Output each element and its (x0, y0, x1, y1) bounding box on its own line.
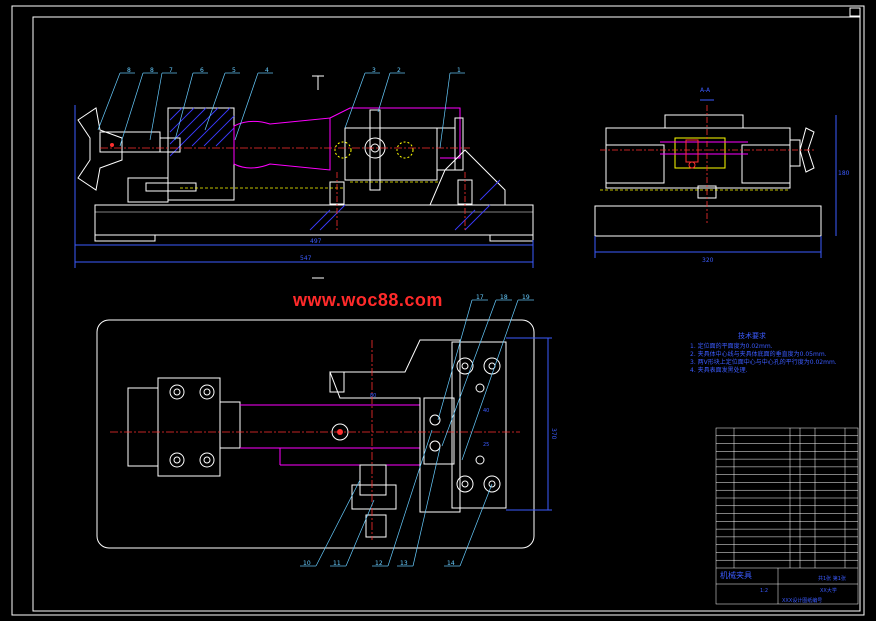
side-width-dim: 320 (702, 257, 714, 264)
balloon-top-3: 7 (169, 67, 173, 74)
note-line-4: 4. 夹具表面发黑处理. (690, 366, 748, 374)
balloon-10: 10 (303, 560, 311, 567)
notes-title: 技术要求 (738, 331, 766, 340)
balloon-14: 14 (447, 560, 455, 567)
plan-small-3: 25 (483, 442, 489, 448)
balloon-top-9: 1 (457, 67, 461, 74)
site-watermark: www.woc88.com (293, 290, 443, 310)
front-view (74, 75, 534, 279)
balloon-19: 19 (522, 294, 530, 301)
plan-small-2: 40 (483, 408, 489, 414)
sheet-border (11, 5, 865, 616)
plan-small-1: 80 (370, 393, 376, 399)
side-height-dim: 180 (838, 170, 850, 177)
bom-table (715, 427, 859, 605)
balloon-labels-plan-lower: 10 11 12 13 14 (303, 560, 455, 567)
balloons-plan-lower (300, 429, 493, 567)
note-line-3: 3. 两V形块上定位面中心与中心孔的平行度为0.02mm. (690, 358, 837, 366)
balloon-top-7: 3 (372, 67, 376, 74)
tech-notes: 技术要求 1. 定位面的平面度为0.02mm. 2. 夹具体中心线与夹具体底面的… (690, 331, 837, 374)
balloon-top-6: 4 (265, 67, 269, 74)
section-label: A-A (700, 87, 711, 94)
title-block-sheet: 共1张 第1张 (818, 575, 846, 582)
front-length-dim: 497 (310, 238, 322, 245)
title-block-school: XX大学 (820, 587, 837, 594)
side-view (594, 99, 837, 258)
balloon-labels-top: 8 8 7 6 5 4 3 2 1 (127, 67, 461, 74)
balloon-top-5: 5 (232, 67, 236, 74)
balloon-top-4: 6 (200, 67, 204, 74)
front-overall-dim: 547 (300, 255, 312, 262)
balloons-top (97, 72, 465, 149)
frame-border (32, 16, 861, 612)
title-block-scale: 1:2 (760, 588, 768, 594)
balloon-top-2: 8 (150, 67, 154, 74)
balloon-17: 17 (476, 294, 484, 301)
balloons-plan-upper (437, 299, 534, 461)
balloon-top-8: 2 (397, 67, 401, 74)
note-line-2: 2. 夹具体中心线与夹具体底面的垂直度为0.05mm. (690, 350, 827, 358)
balloon-18: 18 (500, 294, 508, 301)
note-line-1: 1. 定位面的平面度为0.02mm. (690, 342, 773, 350)
balloon-11: 11 (333, 560, 341, 567)
balloon-12: 12 (375, 560, 383, 567)
title-block-note: XXX设计图纸编号 (782, 597, 822, 604)
plan-view (96, 319, 552, 549)
title-block-name: 机械夹具 (720, 570, 752, 580)
corner-mark (849, 7, 861, 17)
plan-height-dim: 370 (550, 428, 557, 440)
balloon-13: 13 (400, 560, 408, 567)
balloon-labels-plan-upper: 17 18 19 (476, 294, 530, 301)
balloon-top-1: 8 (127, 67, 131, 74)
